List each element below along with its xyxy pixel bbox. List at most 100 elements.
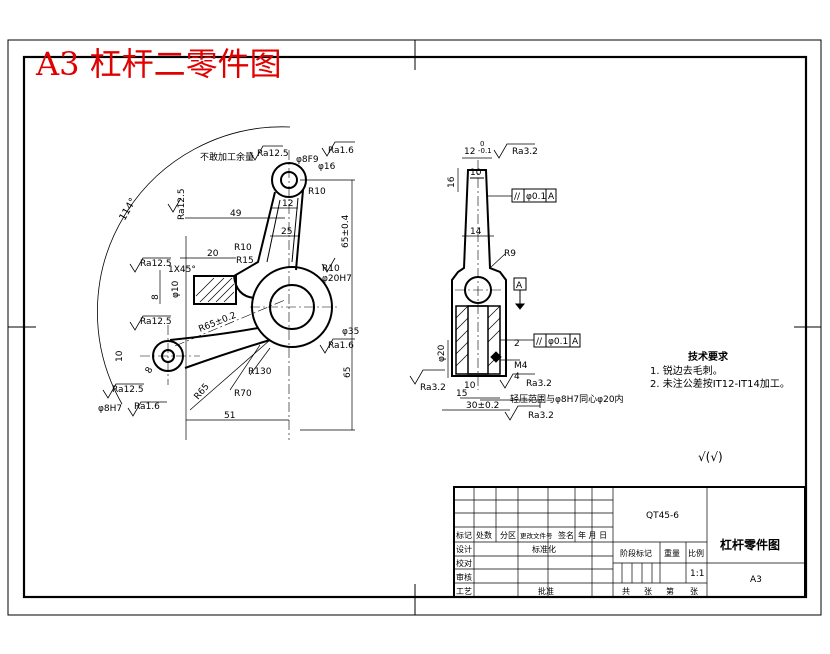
tb-label-change: 更改文件号 (520, 531, 553, 540)
roughness-note: √(√) (698, 450, 723, 464)
centering-marks (8, 40, 821, 615)
label-chamfer: 1X45° (168, 265, 196, 275)
title-block (453, 486, 806, 598)
label-ra16-bl: Ra1.6 (134, 402, 160, 412)
label-r65: R65±0.2 (197, 311, 237, 335)
label-r10-right: R10 (322, 264, 340, 274)
label-phi10: φ10 (171, 280, 181, 298)
label-14-side: 14 (470, 227, 482, 237)
label-r130: R130 (248, 367, 272, 377)
label-r10-mid: R10 (234, 243, 252, 253)
label-tol: -0.1 (478, 147, 492, 155)
label-ra32-r: Ra3.2 (526, 379, 552, 389)
label-m4: M4 (514, 361, 528, 371)
label-ra32-bl: Ra3.2 (420, 383, 446, 393)
tb-code: QT45-6 (646, 511, 679, 521)
label-note: 轻压范围与φ8H7同心φ20内 (510, 393, 624, 405)
label-ra32-bottom: Ra3.2 (528, 411, 554, 421)
label-ra16-right: Ra1.6 (328, 341, 354, 351)
tb-label-approve: 批准 (538, 586, 554, 596)
tb-label-stage: 阶段标记 (620, 548, 652, 558)
label-phi20h7: φ20H7 (322, 274, 352, 284)
label-ra125-low: Ra12.5 (140, 317, 172, 327)
tb-sheet-size: A3 (750, 575, 762, 585)
label-10b-side: 10 (464, 381, 476, 391)
tb-label-process: 工艺 (456, 587, 472, 596)
label-ra32-top: Ra3.2 (512, 147, 538, 157)
label-r65b: R65 (193, 382, 212, 402)
tb-label-weight: 重量 (664, 548, 680, 558)
tb-label-scale: 比例 (688, 548, 704, 558)
tb-label-review: 审核 (456, 572, 472, 582)
label-16-side: 16 (447, 176, 457, 188)
label-10-side: 10 (470, 168, 482, 178)
label-ra125-mid: Ra12.5 (140, 259, 172, 269)
label-ra16-top: Ra1.6 (328, 146, 354, 156)
label-25: 25 (281, 227, 292, 237)
label-20: 20 (207, 249, 219, 259)
tb-label-design: 设计 (456, 544, 472, 554)
label-r10-top: R10 (308, 187, 326, 197)
tech-line-2: 2. 未注公差按IT12-IT14加工。 (650, 377, 790, 390)
label-12: 12 (282, 199, 293, 209)
tb-part-name: 杠杆零件图 (720, 537, 780, 552)
label-not-machined: 不敢加工余量 (200, 151, 254, 163)
gdt2-ref: A (572, 337, 579, 347)
tb-sheet-no: 第 (666, 586, 674, 596)
tb-label-mark: 标记 (456, 530, 472, 540)
label-65: 65 (343, 367, 353, 378)
label-65-04: 65±0.4 (341, 214, 351, 248)
title-block-labels: 标记 处数 分区 更改文件号 签名 年 月 日 设计 标准化 校对 审核 工艺 … (456, 511, 780, 596)
gdt1-symbol: // (514, 192, 521, 202)
label-phi35: φ35 (342, 327, 359, 337)
label-30: 30±0.2 (466, 401, 499, 411)
front-view-labels: 不敢加工余量 Ra12.5 Ra1.6 φ8F9 φ16 R10 Ra12.5 … (98, 146, 359, 421)
tb-label-check: 校对 (456, 558, 472, 568)
label-zero: 0 (480, 140, 484, 148)
label-8b: 8 (144, 365, 156, 375)
gdt2-value: φ0.1 (548, 337, 568, 347)
tb-sheet-label: 张 (644, 587, 652, 596)
label-15: 15 (456, 389, 467, 399)
label-2: 2 (514, 339, 520, 349)
gdt1-ref: A (548, 192, 555, 202)
datum-a: A (516, 281, 523, 291)
tb-label-date: 年 月 日 (578, 530, 607, 540)
tech-line-1: 1. 锐边去毛刺。 (650, 364, 723, 377)
tech-requirements: 技术要求 1. 锐边去毛刺。 2. 未注公差按IT12-IT14加工。 (650, 350, 790, 390)
tb-scale-value: 1:1 (690, 569, 704, 579)
label-phi16: φ16 (318, 162, 336, 172)
side-view (409, 143, 581, 421)
label-51: 51 (224, 411, 235, 421)
label-phi8f9: φ8F9 (296, 155, 319, 165)
gdt2-symbol: // (536, 337, 543, 347)
tb-label-sign: 签名 (558, 530, 574, 540)
label-r9: R9 (504, 249, 516, 259)
label-ra125-bl: Ra12.5 (112, 385, 144, 395)
label-8: 8 (151, 294, 161, 300)
dim-114: 114° (118, 196, 140, 222)
tech-heading: 技术要求 (688, 350, 729, 363)
label-49: 49 (230, 209, 242, 219)
label-ra125-top: Ra12.5 (257, 149, 289, 159)
page-title: A3 杠杆二零件图 (35, 45, 282, 83)
side-view-labels: 12 -0.1 0 Ra3.2 10 16 // φ0.1 A 14 R9 A … (420, 140, 624, 421)
label-4: 4 (514, 372, 520, 382)
tb-label-zone: 分区 (500, 531, 516, 540)
label-r15: R15 (236, 256, 254, 266)
tb-label-standardize: 标准化 (532, 544, 556, 554)
label-r70: R70 (234, 389, 252, 399)
label-10: 10 (115, 350, 125, 362)
tb-label-count: 处数 (476, 530, 492, 540)
front-view: 114° (97, 126, 355, 440)
tb-sheet-total: 共 (622, 587, 630, 596)
gdt1-value: φ0.1 (526, 192, 546, 202)
label-phi20-side: φ20 (437, 344, 447, 362)
label-phi8h7: φ8H7 (98, 404, 122, 414)
label-ra125-left: Ra12.5 (177, 188, 187, 220)
outer-frame (7, 39, 822, 616)
label-12-side: 12 (464, 147, 475, 157)
tb-sheet-label2: 张 (690, 587, 698, 596)
inner-frame (22, 55, 808, 599)
